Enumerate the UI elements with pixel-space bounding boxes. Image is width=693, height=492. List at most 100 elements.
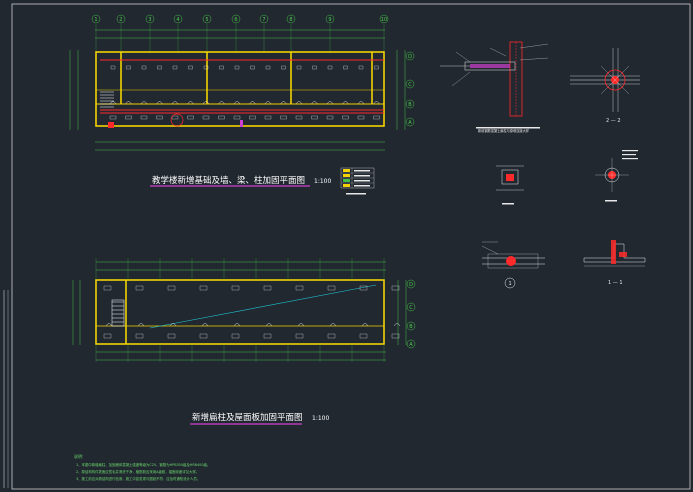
window-mark (156, 115, 163, 120)
room-tag (281, 65, 286, 70)
window-mark (202, 115, 210, 120)
row-axis-bubble (405, 51, 415, 61)
axis-label: 1 (94, 17, 97, 23)
axis-label: 8 (289, 17, 292, 23)
detail-1-label: 1 (509, 281, 512, 287)
room-tag (141, 65, 147, 70)
row-axis-label: B (409, 324, 413, 330)
detail-wall-caption: 新增钢筋混凝土扁柱与原墙连接大样 (478, 128, 530, 133)
room-tag (263, 285, 272, 291)
window-mark (295, 115, 303, 120)
door-mark (137, 323, 145, 327)
room-tag (391, 333, 400, 339)
door-mark (311, 101, 318, 105)
axis-bubble (202, 14, 212, 24)
window-mark (140, 115, 148, 120)
door-mark (233, 323, 241, 327)
door-mark (357, 101, 365, 105)
window-mark (233, 115, 241, 120)
room-tag (295, 333, 304, 339)
door-mark (326, 101, 334, 105)
axis-bubble (231, 14, 241, 24)
room-tag (135, 285, 144, 291)
axis-label: 4 (176, 17, 179, 23)
room-tag (103, 333, 112, 339)
door-mark (264, 101, 272, 105)
detail-beam-1: 1 (481, 241, 545, 289)
axis-label: 10 (381, 17, 387, 23)
detail-section-2-2: 2 — 2 (570, 48, 640, 124)
axis-bubble (173, 14, 183, 24)
row-axis-bubble (406, 321, 416, 331)
section-1-1-label: 1 — 1 (608, 280, 623, 286)
note-line-3: 3、施工前应对原结构进行检测，施工中如发现与图纸不符，应及时通知设计人员。 (76, 476, 200, 481)
door-mark (202, 101, 210, 105)
legend-table (340, 167, 375, 195)
row-axis-label: B (408, 102, 412, 108)
axis-label: 2 (119, 17, 122, 23)
section-2-2-label: 2 — 2 (606, 118, 621, 124)
window-mark (109, 115, 117, 120)
window-mark (249, 115, 256, 120)
row-axis-bubble (405, 117, 415, 127)
room-tag (359, 333, 368, 339)
room-tag (250, 65, 255, 70)
row-axis-label: D (408, 54, 412, 60)
axis-label: 5 (205, 17, 208, 23)
room-tag (391, 285, 400, 291)
row-axis-label: D (409, 282, 413, 288)
window-mark (311, 115, 318, 120)
room-tag (312, 65, 317, 70)
detail-round-column (595, 150, 638, 202)
door-mark (280, 101, 287, 105)
detail-section-1-1: 1 — 1 (583, 240, 646, 286)
window-mark (357, 115, 365, 120)
axis-label: 7 (262, 17, 265, 23)
room-tag (327, 333, 336, 339)
door-mark (361, 323, 369, 327)
axis-bubble (116, 14, 126, 24)
row-axis-label: A (408, 120, 412, 126)
door-mark (249, 101, 256, 105)
window-mark (280, 115, 287, 120)
room-tag (110, 65, 116, 70)
axis-bubble (145, 14, 155, 24)
door-mark (295, 101, 303, 105)
row-axis-bubble (406, 279, 416, 289)
door-mark (373, 101, 380, 105)
door-mark (140, 101, 148, 105)
window-mark (218, 115, 225, 120)
axis-label: 6 (234, 17, 237, 23)
room-tag (199, 333, 208, 339)
window-mark (326, 115, 334, 120)
plan-2-column-roof-reinforcement: D C B A (72, 258, 416, 362)
detail-wall-connection: 新增钢筋混凝土扁柱与原墙连接大样 (440, 41, 549, 133)
detail-column-small (496, 165, 524, 205)
notes-heading: 说明: (74, 453, 83, 459)
door-mark (265, 323, 273, 327)
door-mark (218, 101, 225, 105)
row-axis-label: A (409, 342, 413, 348)
door-mark (233, 101, 241, 105)
room-tag (231, 333, 240, 339)
axis-bubble (286, 14, 296, 24)
room-tag (359, 285, 368, 291)
axis-bubble (259, 14, 269, 24)
door-mark (169, 323, 177, 327)
axis-bubble (325, 14, 335, 24)
axis-bubble (91, 14, 101, 24)
row-axis-label: C (409, 305, 413, 311)
door-mark (156, 101, 163, 105)
window-mark (264, 115, 272, 120)
row-axis-bubble (406, 339, 416, 349)
axis-bubble (379, 14, 389, 24)
room-tag (296, 65, 302, 70)
room-tag (167, 333, 176, 339)
window-mark (187, 115, 194, 120)
row-axis-bubble (405, 79, 415, 89)
room-tag (188, 65, 193, 70)
door-mark (297, 323, 305, 327)
room-tag (199, 285, 208, 291)
door-mark (171, 101, 179, 105)
room-tag (103, 285, 112, 291)
